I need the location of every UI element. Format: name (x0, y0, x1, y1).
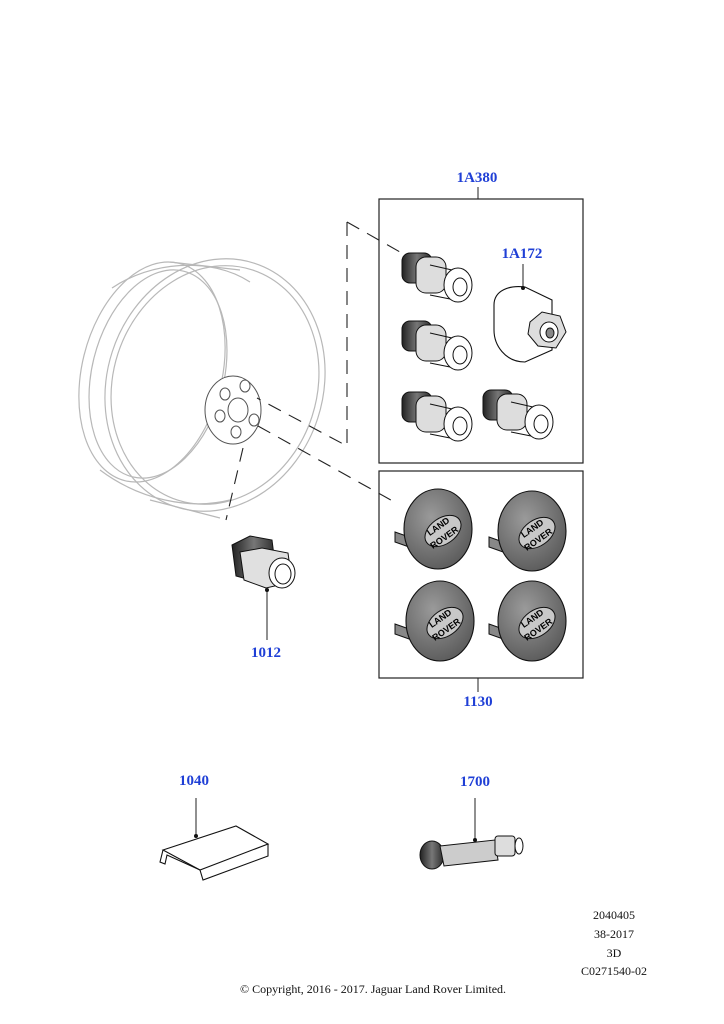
centre-cap: LAND ROVER (488, 490, 567, 572)
callout-1012[interactable]: 1012 (251, 645, 281, 661)
callout-1A380[interactable]: 1A380 (456, 170, 498, 186)
callout-1130[interactable]: 1130 (463, 694, 493, 710)
kit-box-1A380 (378, 198, 584, 464)
centre-cap: LAND ROVER (488, 580, 567, 662)
locking-nut (401, 252, 473, 303)
reference-code-4: C0271540-02 (581, 964, 647, 978)
copyright-notice: © Copyright, 2016 - 2017. Jaguar Land Ro… (239, 982, 507, 996)
wheel-nut (231, 535, 296, 640)
locking-nut (401, 391, 473, 442)
leader-lines (225, 221, 401, 521)
reference-code-3: 3D (606, 946, 622, 960)
reference-code-2: 38-2017 (594, 927, 634, 941)
alloy-wheel (78, 258, 326, 519)
reference-code-1: 2040405 (593, 908, 635, 922)
tyre-valve (419, 798, 524, 870)
locking-key (493, 264, 567, 363)
locking-nut (401, 320, 473, 371)
callout-1040[interactable]: 1040 (179, 773, 209, 789)
centre-cap: LAND ROVER (394, 488, 473, 570)
balance-weight (159, 798, 270, 881)
locking-nut (482, 389, 554, 440)
kit-box-1130 (378, 470, 584, 679)
centre-cap: LAND ROVER (394, 580, 475, 662)
callout-1A172[interactable]: 1A172 (501, 246, 543, 262)
wheel-hub (204, 375, 262, 445)
callout-1700[interactable]: 1700 (460, 774, 490, 790)
